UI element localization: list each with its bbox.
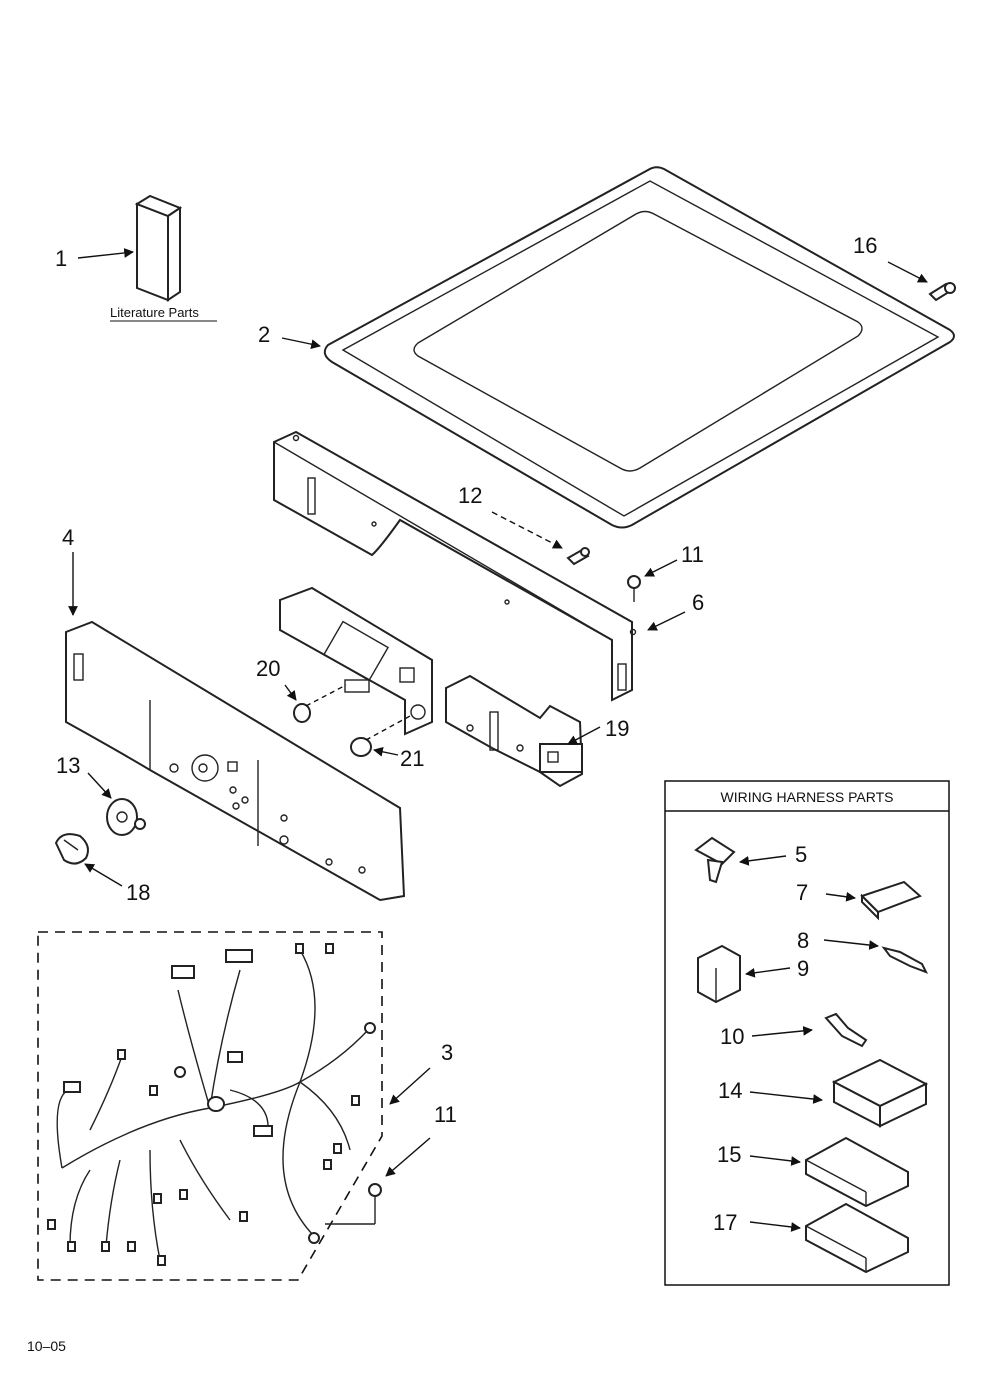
callout-13: 13	[56, 753, 80, 778]
knob-18	[54, 833, 89, 865]
leader-14	[749, 1091, 823, 1104]
harness-box-title: WIRING HARNESS PARTS	[721, 789, 894, 805]
dial-13	[106, 798, 146, 836]
clip-5	[694, 836, 736, 884]
callout-7: 7	[796, 880, 808, 905]
callout-3: 3	[441, 1040, 453, 1065]
callout-21: 21	[400, 746, 424, 771]
leader-8	[823, 939, 879, 950]
callout-1: 1	[55, 246, 67, 271]
housing-17	[805, 1202, 909, 1274]
leader-11-lower	[385, 1137, 431, 1177]
leader-12	[491, 511, 563, 549]
housing-9	[697, 944, 741, 1004]
leader-3	[389, 1067, 431, 1105]
leader-11-upper	[644, 559, 678, 577]
button-20	[293, 703, 311, 723]
leader-17	[749, 1221, 801, 1232]
callout-5: 5	[795, 842, 807, 867]
callout-4: 4	[62, 525, 74, 550]
callout-11-upper: 11	[681, 542, 704, 567]
literature-label: Literature Parts	[110, 305, 199, 320]
footer-code: 10–05	[27, 1338, 66, 1354]
connector-7	[860, 880, 922, 921]
bracket-6	[273, 430, 637, 702]
callout-11-lower: 11	[434, 1102, 457, 1127]
leader-10	[751, 1026, 813, 1037]
callout-16: 16	[853, 233, 877, 258]
control-housing-19	[279, 586, 584, 788]
literature-part	[134, 194, 183, 302]
screw-16	[928, 282, 956, 302]
leader-7	[825, 891, 856, 902]
leader-20	[284, 684, 297, 701]
callout-12: 12	[458, 483, 482, 508]
leader-9	[745, 967, 791, 978]
leader-21-dash	[365, 715, 411, 741]
button-21	[350, 737, 372, 757]
callout-6: 6	[692, 590, 704, 615]
leader-19	[567, 726, 601, 745]
leader-13	[87, 772, 112, 799]
leader-16	[887, 261, 928, 283]
leader-20-dash	[305, 684, 347, 707]
callout-8: 8	[797, 928, 809, 953]
callout-19: 19	[605, 716, 629, 741]
callout-9: 9	[797, 956, 809, 981]
housing-15	[805, 1136, 909, 1208]
callout-15: 15	[717, 1142, 741, 1167]
callout-14: 14	[718, 1078, 742, 1103]
wiring-harness-3	[47, 943, 376, 1266]
callout-10: 10	[720, 1024, 744, 1049]
leader-21	[373, 747, 399, 757]
leader-5	[739, 855, 787, 866]
terminal-8	[881, 946, 929, 974]
leader-2	[281, 337, 321, 349]
leader-18	[84, 863, 123, 887]
terminal-10	[824, 1012, 868, 1048]
top-panel	[323, 166, 955, 529]
callout-2: 2	[258, 322, 270, 347]
harness-dashed-box	[37, 931, 383, 1281]
screw-11-lower	[325, 1183, 382, 1225]
screw-11-upper	[627, 575, 641, 602]
callout-20: 20	[256, 656, 280, 681]
console-panel-4	[65, 620, 406, 902]
callout-18: 18	[126, 880, 150, 905]
leader-6	[647, 611, 686, 631]
callout-17: 17	[713, 1210, 737, 1235]
leader-1	[77, 248, 134, 259]
screw-12	[566, 547, 590, 566]
block-connector-14	[831, 1058, 929, 1128]
leader-15	[749, 1155, 801, 1166]
